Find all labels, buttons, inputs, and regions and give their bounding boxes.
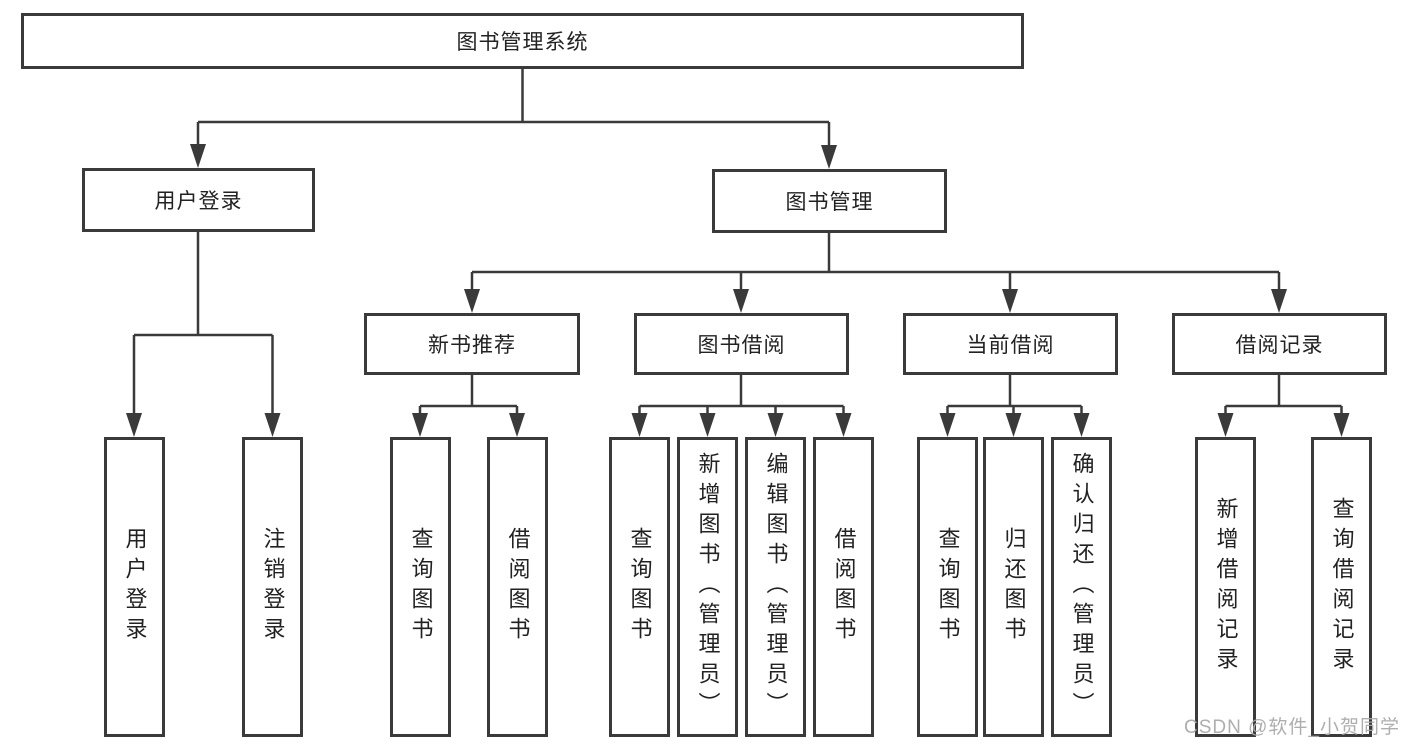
leaf-borrow-books-2: 借阅图书 bbox=[813, 437, 874, 737]
node-root-label: 图书管理系统 bbox=[456, 31, 589, 54]
leaf-query-borrow-record: 查询借阅记录 bbox=[1311, 437, 1372, 737]
node-book-borrow-label: 图书借阅 bbox=[697, 334, 786, 357]
node-new-book-recommend-label: 新书推荐 bbox=[428, 334, 516, 357]
node-root-system: 图书管理系统 bbox=[21, 13, 1024, 69]
node-user-login: 用户登录 bbox=[82, 168, 315, 232]
node-new-book-recommend: 新书推荐 bbox=[364, 313, 580, 375]
leaf-borrow-books-1: 借阅图书 bbox=[487, 437, 548, 737]
leaf-query-books-3-label: 查询图书 bbox=[935, 527, 961, 647]
leaf-add-books-admin-label: 新增图书（管理员） bbox=[695, 452, 721, 722]
node-current-borrow-label: 当前借阅 bbox=[966, 334, 1055, 357]
leaf-confirm-return-admin: 确认归还（管理员） bbox=[1051, 437, 1112, 737]
leaf-query-borrow-record-label: 查询借阅记录 bbox=[1329, 497, 1355, 677]
leaf-return-books-label: 归还图书 bbox=[1001, 527, 1027, 647]
leaf-logout-label: 注销登录 bbox=[260, 527, 286, 647]
leaf-confirm-return-admin-label: 确认归还（管理员） bbox=[1069, 452, 1095, 722]
leaf-user-login-label: 用户登录 bbox=[122, 527, 148, 647]
leaf-query-books-1: 查询图书 bbox=[390, 437, 451, 737]
leaf-add-books-admin: 新增图书（管理员） bbox=[677, 437, 738, 737]
leaf-borrow-books-2-label: 借阅图书 bbox=[831, 527, 857, 647]
node-borrow-records: 借阅记录 bbox=[1172, 313, 1387, 375]
leaf-query-books-1-label: 查询图书 bbox=[408, 527, 434, 647]
leaf-add-borrow-record-label: 新增借阅记录 bbox=[1213, 497, 1239, 677]
leaf-user-login: 用户登录 bbox=[104, 437, 165, 737]
leaf-edit-books-admin: 编辑图书（管理员） bbox=[745, 437, 806, 737]
arrowheads bbox=[126, 144, 1350, 437]
leaf-add-borrow-record: 新增借阅记录 bbox=[1195, 437, 1256, 737]
leaf-logout: 注销登录 bbox=[242, 437, 303, 737]
csdn-watermark: CSDN @软件_小贺同学 bbox=[1184, 717, 1400, 738]
leaf-query-books-2-label: 查询图书 bbox=[627, 527, 653, 647]
leaf-edit-books-admin-label: 编辑图书（管理员） bbox=[763, 452, 789, 722]
node-borrow-records-label: 借阅记录 bbox=[1235, 334, 1324, 357]
leaf-query-books-3: 查询图书 bbox=[917, 437, 978, 737]
leaf-query-books-2: 查询图书 bbox=[609, 437, 670, 737]
node-book-management-label: 图书管理 bbox=[785, 191, 874, 214]
leaf-return-books: 归还图书 bbox=[983, 437, 1044, 737]
node-book-borrow: 图书借阅 bbox=[634, 313, 849, 375]
node-book-management: 图书管理 bbox=[712, 169, 947, 233]
leaf-borrow-books-1-label: 借阅图书 bbox=[505, 527, 531, 647]
node-current-borrow: 当前借阅 bbox=[903, 313, 1118, 375]
node-user-login-label: 用户登录 bbox=[154, 190, 243, 213]
